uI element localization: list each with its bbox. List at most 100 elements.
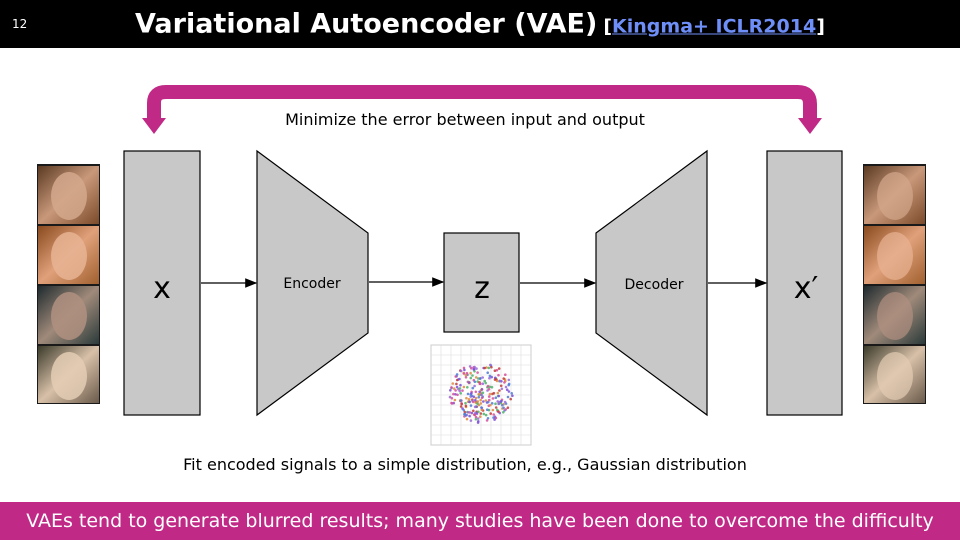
scatter-point: [499, 384, 503, 388]
scatter-point: [477, 377, 480, 380]
scatter-point: [474, 396, 478, 400]
scatter-point: [485, 419, 489, 422]
scatter-point: [499, 400, 503, 403]
scatter-point: [480, 388, 484, 391]
scatter-point: [497, 410, 500, 413]
scatter-point: [494, 406, 498, 409]
scatter-point: [473, 365, 476, 369]
scatter-point: [472, 395, 476, 399]
scatter-point: [465, 371, 469, 375]
output-face-2: [864, 226, 925, 284]
scatter-point: [484, 413, 488, 417]
footer-text: VAEs tend to generate blurred results; m…: [26, 510, 934, 532]
scatter-point: [496, 391, 500, 395]
scatter-point: [461, 389, 464, 392]
scatter-point: [460, 402, 464, 406]
scatter-point: [488, 376, 491, 380]
scatter-point: [482, 412, 486, 416]
scatter-point: [472, 368, 476, 371]
scatter-point: [506, 395, 510, 399]
scatter-point: [491, 397, 495, 400]
scatter-point: [507, 390, 511, 393]
scatter-point: [452, 387, 456, 390]
scatter-point: [454, 375, 458, 378]
scatter-point: [497, 373, 500, 377]
citation: [Kingma+ ICLR2014]: [603, 16, 825, 38]
decoder-block: [595, 149, 708, 417]
input-face-4: [38, 346, 99, 403]
scatter-point: [507, 383, 511, 387]
scatter-point: [450, 386, 453, 389]
scatter-point: [480, 396, 484, 400]
scatter-point: [486, 371, 490, 375]
scatter-point: [450, 402, 454, 405]
scatter-point: [481, 376, 485, 379]
output-face-1: [864, 166, 925, 224]
citation-link[interactable]: Kingma+ ICLR2014: [612, 15, 817, 38]
scatter-point: [455, 378, 459, 382]
scatter-point: [489, 403, 492, 407]
scatter-point: [493, 418, 496, 421]
scatter-point: [478, 390, 481, 394]
scatter-point: [476, 417, 480, 420]
scatter-point: [480, 393, 483, 397]
scatter-point: [487, 395, 491, 398]
scatter-point: [474, 415, 478, 419]
top-caption: Minimize the error between input and out…: [285, 110, 645, 129]
scatter-point: [467, 398, 471, 401]
scatter-point: [454, 393, 457, 396]
scatter-point: [491, 392, 494, 396]
scatter-point: [501, 403, 504, 407]
input-face-3: [38, 286, 99, 344]
latent-block: [443, 232, 520, 333]
scatter-point: [497, 394, 501, 398]
scatter-point: [486, 384, 490, 388]
scatter-point: [474, 417, 478, 421]
scatter-point: [475, 412, 479, 415]
header-bar: 12 Variational Autoencoder (VAE)[Kingma+…: [0, 0, 960, 48]
scatter-point: [459, 405, 463, 408]
scatter-point: [502, 406, 505, 410]
scatter-point: [476, 371, 479, 374]
scatter-point: [463, 410, 467, 414]
scatter-point: [474, 376, 478, 379]
scatter-point: [448, 395, 452, 399]
scatter-point: [479, 402, 483, 405]
scatter-point: [505, 388, 509, 392]
scatter-point: [495, 379, 499, 383]
output-face-strip: [863, 164, 926, 404]
title-text: Variational Autoencoder (VAE): [135, 8, 598, 40]
scatter-point: [455, 382, 458, 386]
scatter-point: [503, 381, 506, 384]
scatter-point: [504, 373, 507, 377]
scatter-point: [498, 379, 502, 383]
scatter-point: [473, 380, 477, 384]
scatter-point: [468, 381, 471, 384]
scatter-point: [475, 367, 478, 370]
scatter-point: [468, 365, 472, 368]
scatter-point: [489, 412, 493, 415]
output-face-4: [864, 346, 925, 403]
scatter-point: [474, 390, 478, 394]
latent-label: z: [474, 271, 490, 306]
scatter-point: [468, 400, 471, 404]
slide-title: Variational Autoencoder (VAE)[Kingma+ IC…: [135, 9, 825, 40]
scatter-point: [481, 382, 485, 386]
scatter-point: [502, 411, 505, 414]
output-block: [766, 150, 843, 416]
scatter-point: [492, 416, 495, 419]
scatter-point: [468, 414, 471, 418]
scatter-point: [466, 386, 469, 389]
scatter-point: [466, 411, 470, 414]
encoder-label: Encoder: [283, 276, 340, 292]
scatter-point: [462, 372, 466, 375]
scatter-point: [473, 384, 476, 388]
scatter-point: [479, 412, 483, 415]
scatter-point: [492, 413, 496, 416]
scatter-point: [511, 394, 514, 398]
scatter-point: [500, 387, 504, 391]
input-block: [123, 150, 201, 416]
scatter-point: [487, 366, 491, 370]
scatter-point: [489, 363, 492, 367]
